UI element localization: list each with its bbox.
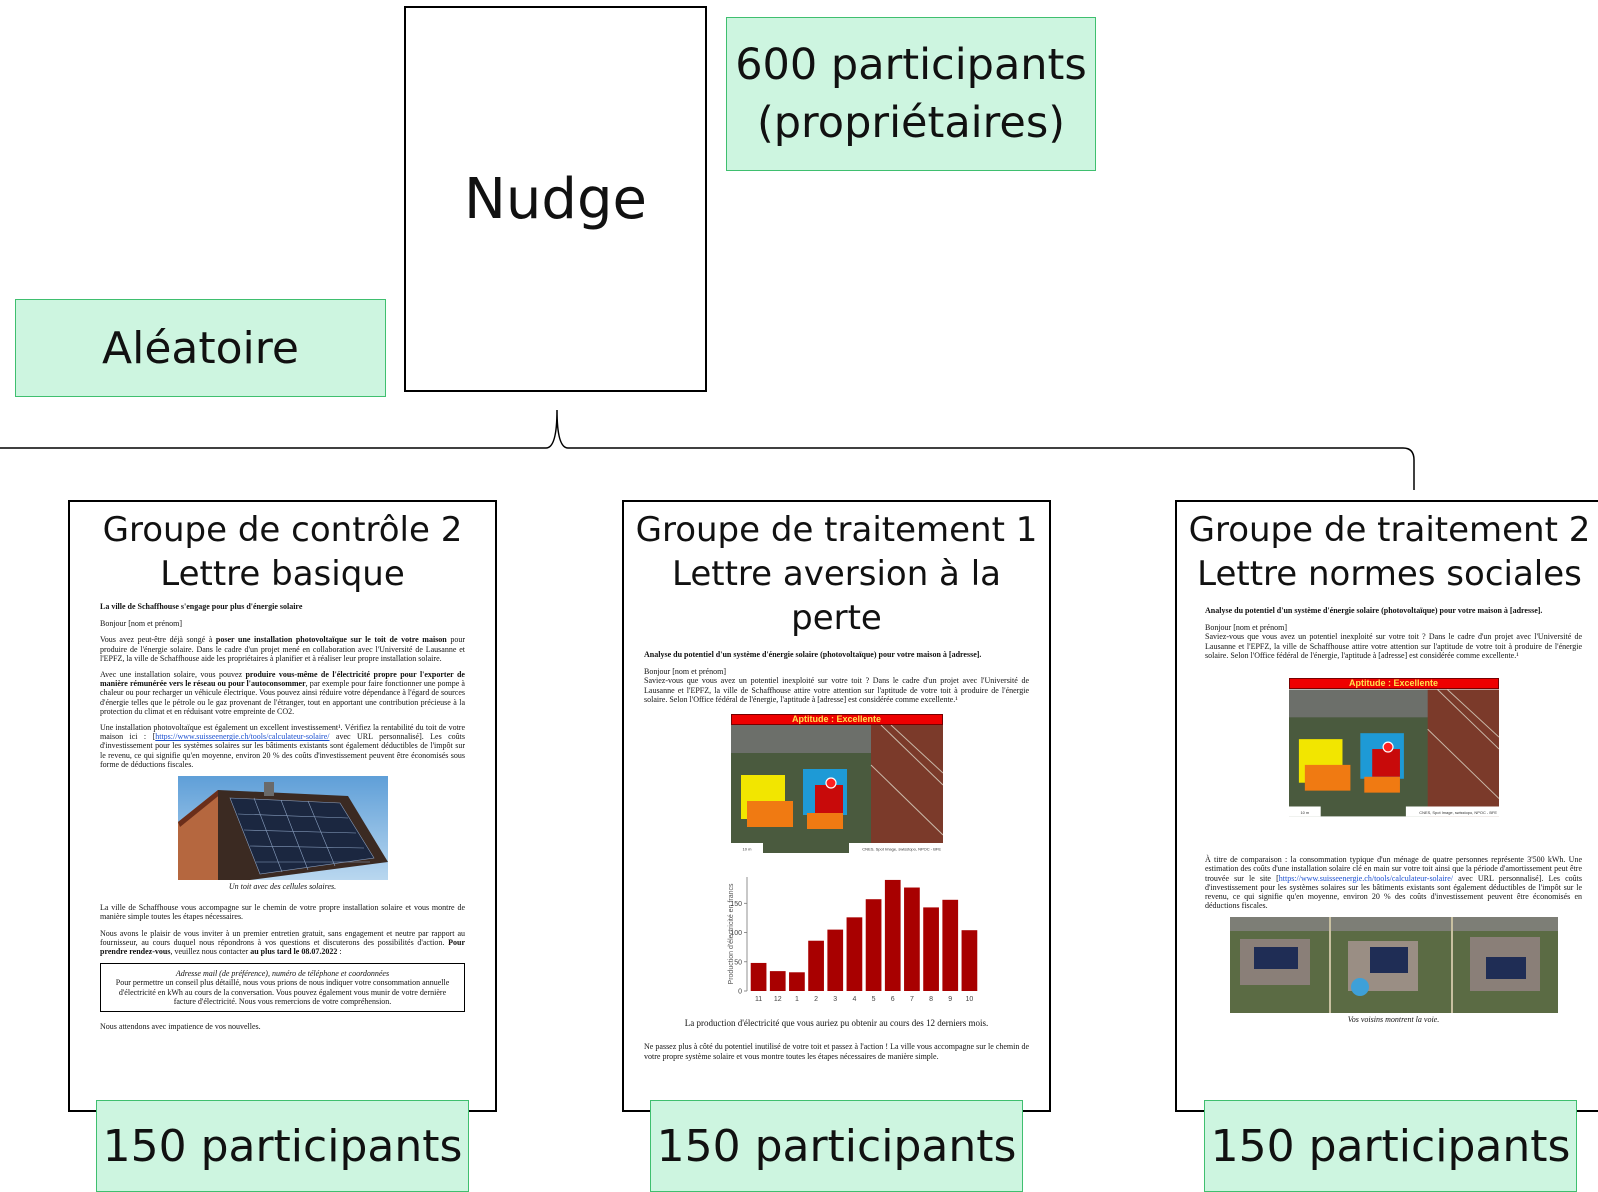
chart-x-tick-label: 3 xyxy=(833,996,837,1003)
group-card-loss-aversion: Groupe de traitement 1 Lettre aversion à… xyxy=(622,500,1051,1112)
participants-label: 150 participants xyxy=(656,1120,1017,1172)
random-box: Aléatoire xyxy=(15,299,386,397)
chart-bar xyxy=(769,971,786,992)
participants-box-social-norms: 150 participants xyxy=(1204,1100,1577,1192)
map-scale: 10 m xyxy=(1300,810,1309,815)
image-caption: Vos voisins montrent la voie. xyxy=(1347,1015,1440,1025)
letter-paragraph-3: Une installation photovoltaïque est égal… xyxy=(100,723,465,769)
chart-x-tick-label: 8 xyxy=(929,996,933,1003)
chart-x-tick-label: 10 xyxy=(965,996,973,1003)
participants-label: 150 participants xyxy=(102,1120,463,1172)
chart-x-tick-label: 6 xyxy=(890,996,894,1003)
aptitude-banner: Aptitude : Excellente xyxy=(730,714,943,726)
contact-box-title: Adresse mail (de préférence), numéro de … xyxy=(175,969,390,979)
group-connector xyxy=(0,409,1415,490)
group-title-line1: Groupe de contrôle 2 xyxy=(102,510,463,550)
letter-basic: La ville de Schaffhouse s'engage pour pl… xyxy=(70,602,495,1031)
chart-y-tick-label: 0 xyxy=(738,989,742,996)
chart-bar xyxy=(961,930,977,992)
chart-bar xyxy=(807,940,824,992)
chart-caption: La production d'électricité que vous aur… xyxy=(684,1018,989,1029)
chart-bar xyxy=(941,900,958,992)
chart-bar xyxy=(865,899,881,992)
random-label: Aléatoire xyxy=(102,322,299,374)
contact-box-text: Pour permettre un conseil plus détaillé,… xyxy=(115,978,450,1006)
letter-loss-aversion: Analyse du potentiel d'un système d'éner… xyxy=(624,650,1049,1061)
chart-x-tick-label: 1 xyxy=(794,996,798,1003)
chart-x-tick-label: 12 xyxy=(773,996,781,1003)
chart-x-tick-label: 9 xyxy=(948,996,952,1003)
map-scale: 10 m xyxy=(742,847,752,852)
nudge-box: Nudge xyxy=(404,6,707,392)
group-card-social-norms: Groupe de traitement 2 Lettre normes soc… xyxy=(1175,500,1598,1112)
participants-box-loss-aversion: 150 participants xyxy=(650,1100,1023,1192)
chart-x-tick-label: 4 xyxy=(852,996,856,1003)
map-credit: CNES, Spot Image, swisstopo, NPOC - BFE xyxy=(1419,810,1497,815)
nudge-label: Nudge xyxy=(464,166,647,232)
letter-greeting: Bonjour [nom et prénom] xyxy=(644,667,726,677)
chart-y-tick-label: 50 xyxy=(734,959,742,966)
group-title-line2: Lettre aversion à la perte xyxy=(672,554,1001,638)
aerial-map: Aptitude : Excellente CNES, Spot Image, … xyxy=(1288,678,1499,817)
letter-greeting: Bonjour [nom et prénom] xyxy=(100,619,182,629)
chart-x-tick-label: 11 xyxy=(754,996,761,1003)
letter-paragraph-1: Saviez-vous que vous avez un potentiel i… xyxy=(644,676,1029,704)
group-title-line2: Lettre normes sociales xyxy=(1197,554,1582,594)
letter-paragraph-2: Avec une installation solaire, vous pouv… xyxy=(100,670,465,716)
letter-paragraph-4: La ville de Schaffhouse vous accompagne … xyxy=(100,903,465,922)
calculator-link[interactable]: https://www.suisseenergie.ch/tools/calcu… xyxy=(155,732,330,742)
group-title: Groupe de traitement 2 Lettre normes soc… xyxy=(1177,508,1598,596)
participants-box-control: 150 participants xyxy=(96,1100,469,1192)
aptitude-banner: Aptitude : Excellente xyxy=(1288,678,1499,690)
letter-social-norms: Analyse du potentiel d'un système d'éner… xyxy=(1177,606,1598,1025)
letter-paragraph-2: Ne passez plus à côté du potentiel inuti… xyxy=(644,1042,1029,1061)
letter-paragraph-1: Vous avez peut-être déjà songé à poser u… xyxy=(100,635,466,663)
chart-y-tick-label: 150 xyxy=(730,901,742,908)
letter-paragraph-1: Saviez-vous que vous avez un potentiel i… xyxy=(1205,632,1582,660)
chart-bar xyxy=(884,880,901,992)
chart-x-tick-label: 7 xyxy=(909,996,913,1003)
group-title-line1: Groupe de traitement 2 xyxy=(1188,510,1591,550)
contact-box: Adresse mail (de préférence), numéro de … xyxy=(100,963,465,1013)
letter-heading: La ville de Schaffhouse s'engage pour pl… xyxy=(100,602,303,611)
chart-bar xyxy=(922,907,939,992)
letter-heading: Analyse du potentiel d'un système d'éner… xyxy=(1205,606,1543,615)
letter-paragraph-5: Nous avons le plaisir de vous inviter à … xyxy=(100,928,465,957)
image-caption: Un toit avec des cellules solaires. xyxy=(228,882,337,892)
map-credit: CNES, Spot Image, swisstopo, NPOC - BFE xyxy=(862,847,941,852)
letter-paragraph-2: À titre de comparaison : la consommation… xyxy=(1205,855,1582,911)
chart-y-axis-label: Production d'électricité en francs xyxy=(728,883,735,984)
group-title: Groupe de contrôle 2 Lettre basique xyxy=(70,508,495,596)
rooftop-map-image: CNES, Spot Image, swisstopo, NPOC - BFE … xyxy=(1288,689,1499,817)
rooftop-map-image: CNES, Spot Image, swisstopo, NPOC - BFE … xyxy=(730,725,943,854)
chart-bar xyxy=(788,972,805,992)
aerial-map: Aptitude : Excellente CNES, Spot Image, … xyxy=(730,714,943,854)
group-title: Groupe de traitement 1 Lettre aversion à… xyxy=(624,508,1049,640)
calculator-link[interactable]: https://www.suisseenergie.ch/tools/calcu… xyxy=(1278,873,1453,883)
chart-x-tick-label: 2 xyxy=(814,996,818,1003)
participants-total-box: 600 participants (propriétaires) xyxy=(726,17,1096,171)
chart-bar xyxy=(750,963,766,992)
letter-heading: Analyse du potentiel d'un système d'éner… xyxy=(644,650,982,659)
chart-bar xyxy=(826,929,843,992)
chart-y-tick-label: 100 xyxy=(730,930,742,937)
chart-x-tick-label: 5 xyxy=(871,996,875,1003)
participants-total-label: 600 participants (propriétaires) xyxy=(735,40,1087,148)
letter-closing: Nous attendons avec impatience de vos no… xyxy=(100,1022,261,1032)
group-title-line2: Lettre basique xyxy=(160,554,405,594)
group-title-line1: Groupe de traitement 1 xyxy=(635,510,1038,550)
chart-bar xyxy=(903,887,920,992)
solar-roof-image xyxy=(177,776,388,881)
letter-greeting: Bonjour [nom et prénom] xyxy=(1205,623,1287,633)
participants-label: 150 participants xyxy=(1210,1120,1571,1172)
chart-bar xyxy=(846,917,862,992)
group-card-control: Groupe de contrôle 2 Lettre basique La v… xyxy=(68,500,497,1112)
neighbors-aerial-image xyxy=(1229,917,1558,1014)
